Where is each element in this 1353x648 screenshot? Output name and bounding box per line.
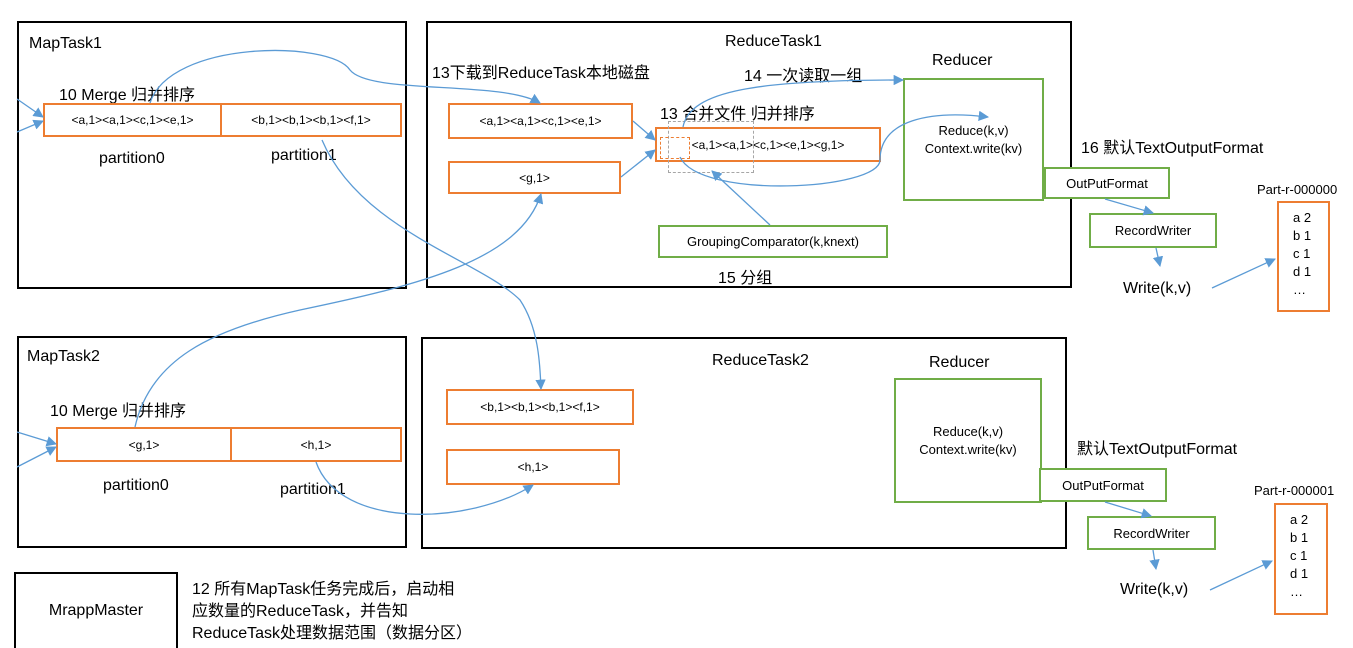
maptask2-partition1-content: <h,1>	[300, 437, 332, 452]
reducetask2-reducer-box: Reduce(k,v) Context.write(kv)	[894, 378, 1042, 503]
reducetask1-download-label: 13下载到ReduceTask本地磁盘	[432, 65, 650, 82]
reducetask1-reducer-title: Reducer	[932, 52, 993, 69]
reducetask1-box-a: <a,1><a,1><c,1><e,1>	[448, 103, 633, 139]
maptask2-partition1-label: partition1	[280, 481, 346, 498]
master-title: MrappMaster	[48, 602, 144, 619]
output2-file-line: b 1	[1290, 530, 1309, 545]
reducetask2-reducer-line1: Reduce(k,v)	[932, 423, 1004, 439]
maptask1-merge-label: 10 Merge 归并排序	[59, 87, 196, 104]
reducetask1-read-group-label: 14 一次读取一组	[744, 68, 863, 85]
output1-file-line: b 1	[1293, 228, 1312, 243]
output1-file-line: a 2	[1293, 210, 1312, 225]
output1-write-label: Write(k,v)	[1123, 280, 1192, 297]
output1-file-line: d 1	[1293, 264, 1312, 279]
reducetask2-title: ReduceTask2	[712, 352, 809, 369]
reducetask1-box-g: <g,1>	[448, 161, 621, 194]
output2-outputformat-box: OutPutFormat	[1039, 468, 1167, 502]
output1-file-box: a 2 b 1 c 1 d 1 …	[1277, 201, 1330, 312]
reducetask1-reducer-line1: Reduce(k,v)	[938, 122, 1009, 138]
output2-file-name: Part-r-000001	[1254, 483, 1335, 498]
output2-recordwriter-box: RecordWriter	[1087, 516, 1216, 550]
reducetask1-reducer-box: Reduce(k,v) Context.write(kv)	[903, 78, 1044, 201]
maptask1-partition1-content: <b,1><b,1><b,1><f,1>	[251, 113, 371, 127]
output2-file-line: …	[1290, 584, 1303, 599]
maptask1-partition-strip: <a,1><a,1><c,1><e,1> <b,1><b,1><b,1><f,1…	[43, 103, 402, 137]
maptask2-title: MapTask2	[27, 348, 100, 365]
output2-file-box: a 2 b 1 c 1 d 1 …	[1274, 503, 1328, 615]
maptask1-partition1-label: partition1	[271, 147, 337, 164]
arrow-write2-to-file2	[1209, 560, 1273, 591]
output2-format-label: 默认TextOutputFormat	[1077, 441, 1238, 458]
maptask2-merge-label: 10 Merge 归并排序	[50, 403, 187, 420]
maptask2-partition0-label: partition0	[103, 477, 169, 494]
maptask1-partition0-label: partition0	[99, 150, 165, 167]
arrow-write1-to-file1	[1211, 258, 1276, 289]
master-note-line2: 应数量的ReduceTask，并告知	[192, 603, 409, 620]
output2-write-label: Write(k,v)	[1120, 581, 1189, 598]
output1-outputformat-box: OutPutFormat	[1044, 167, 1170, 199]
maptask1-panel: MapTask1 10 Merge 归并排序 partition0 partit…	[17, 21, 407, 289]
reducetask2-box-b: <b,1><b,1><b,1><f,1>	[446, 389, 634, 425]
master-note-line3: ReduceTask处理数据范围（数据分区）	[192, 625, 473, 642]
reducetask2-reducer-title: Reducer	[929, 354, 990, 371]
maptask1-title: MapTask1	[29, 35, 102, 52]
master-note: 12 所有MapTask任务完成后，启动相 应数量的ReduceTask，并告知…	[192, 579, 472, 645]
reducetask2-reducer-line2: Context.write(kv)	[919, 441, 1017, 457]
master-note-line1: 12 所有MapTask任务完成后，启动相	[192, 581, 455, 598]
maptask2-partition0-content: <g,1>	[128, 437, 160, 452]
reducetask2-box-h: <h,1>	[446, 449, 620, 485]
output2-file-line: d 1	[1290, 566, 1309, 581]
arrow-of2-to-rw2	[1104, 501, 1152, 519]
maptask2-partition-strip: <g,1> <h,1>	[56, 427, 402, 462]
output1-recordwriter-box: RecordWriter	[1089, 213, 1217, 248]
arrow-rw2-to-write2	[1149, 549, 1160, 571]
reducetask1-reducer-line2: Context.write(kv)	[924, 140, 1023, 156]
output1-file-line: c 1	[1293, 246, 1311, 261]
output1-file-line: …	[1293, 282, 1306, 297]
reducetask1-title: ReduceTask1	[725, 33, 822, 50]
reducetask1-key-highlight	[660, 137, 690, 159]
reducetask1-grouping-box: GroupingComparator(k,knext)	[658, 225, 888, 258]
output2-file-line: a 2	[1290, 512, 1309, 527]
reducetask1-grouping-label: 15 分组	[718, 270, 773, 287]
arrow-of1-to-rw1	[1104, 198, 1154, 216]
output1-format-label: 16 默认TextOutputFormat	[1081, 140, 1264, 157]
maptask1-partition0-content: <a,1><a,1><c,1><e,1>	[71, 113, 194, 127]
maptask1-partition-divider	[220, 105, 222, 135]
master-box: MrappMaster	[14, 572, 178, 648]
maptask2-partition-divider	[230, 429, 232, 460]
output2-file-line: c 1	[1290, 548, 1308, 563]
output1-file-name: Part-r-000000	[1257, 182, 1338, 197]
arrow-rw1-to-write1	[1152, 247, 1164, 268]
